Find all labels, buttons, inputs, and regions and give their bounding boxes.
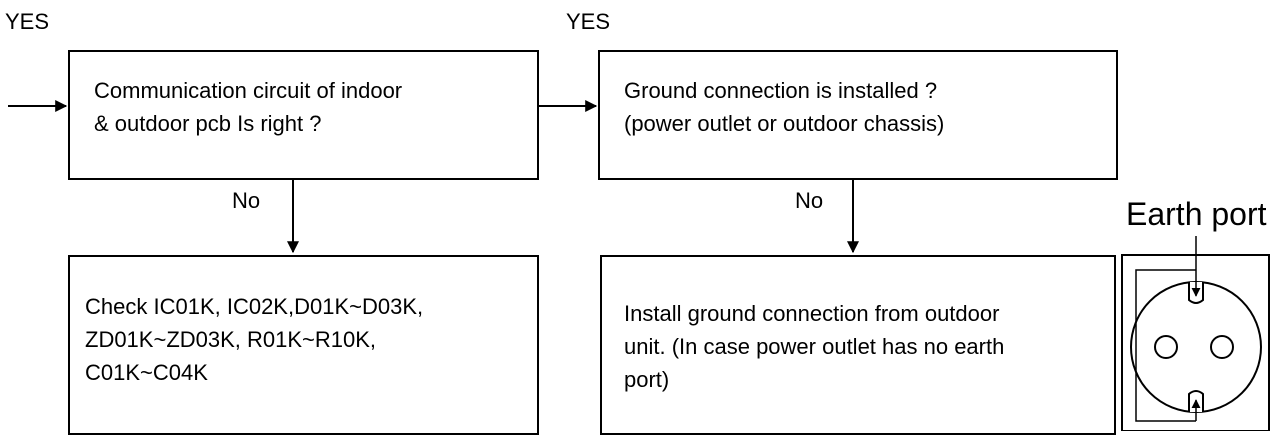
box4-line1: Install ground connection from outdoor bbox=[624, 301, 1000, 326]
box4-line3: port) bbox=[624, 367, 670, 392]
decision-box-ground: Ground connection is installed ? (power … bbox=[598, 50, 1118, 180]
decision-box-communication: Communication circuit of indoor & outdoo… bbox=[68, 50, 539, 180]
box2-line1: Ground connection is installed ? bbox=[624, 78, 938, 103]
box3-line3: C01K~C04K bbox=[85, 360, 208, 385]
earth-port-illustration bbox=[1121, 236, 1270, 431]
box3-line1: Check IC01K, IC02K,D01K~D03K, bbox=[85, 294, 424, 319]
no-label-right: No bbox=[795, 188, 824, 213]
box3-line2: ZD01K~ZD03K, R01K~R10K, bbox=[85, 327, 377, 352]
box2-line2: (power outlet or outdoor chassis) bbox=[624, 111, 945, 136]
yes-label-right: YES bbox=[566, 9, 611, 34]
box1-line2: & outdoor pcb Is right ? bbox=[94, 111, 322, 136]
earth-port-label: Earth port bbox=[1126, 196, 1267, 232]
no-label-left: No bbox=[232, 188, 261, 213]
yes-label-left: YES bbox=[5, 9, 50, 34]
action-box-check-components: Check IC01K, IC02K,D01K~D03K, ZD01K~ZD03… bbox=[68, 255, 539, 435]
box4-line2: unit. (In case power outlet has no earth bbox=[624, 334, 1005, 359]
action-box-install-ground: Install ground connection from outdoor u… bbox=[600, 255, 1116, 435]
box1-line1: Communication circuit of indoor bbox=[94, 78, 403, 103]
